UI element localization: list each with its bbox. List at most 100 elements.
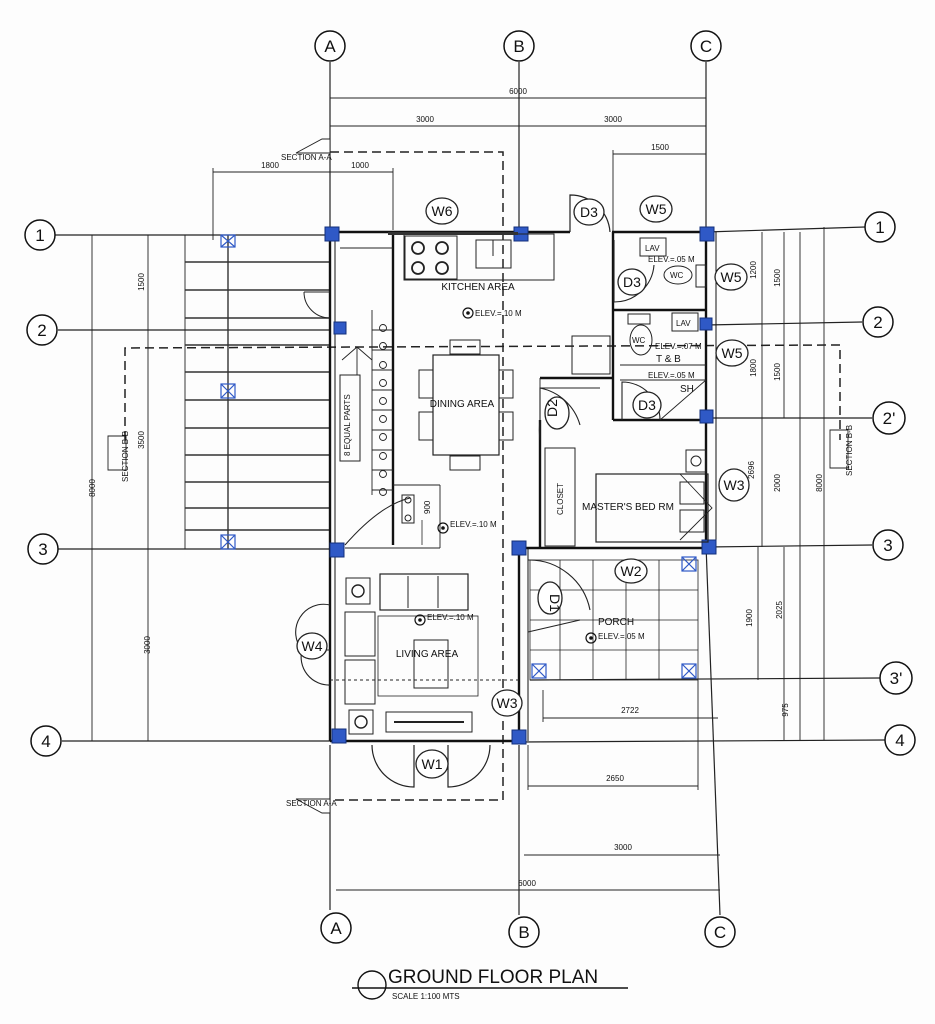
- dim-left-3500: 3500: [137, 431, 146, 449]
- tb-elev: ELEV.=.07 M: [655, 342, 702, 351]
- room-labels: KITCHEN AREA ELEV.=.10 M DINING AREA ELE…: [396, 282, 674, 660]
- dim-900: 900: [423, 500, 432, 514]
- grid-label-2prime-right: 2': [883, 409, 896, 428]
- tag-w4: W4: [302, 638, 323, 654]
- tag-w3-living: W3: [497, 695, 518, 711]
- grid-label-c-bottom: C: [714, 923, 726, 942]
- top-dimensions: 6000 3000 3000 1500 1800 1000: [212, 87, 706, 240]
- tb-label: T & B: [656, 354, 681, 365]
- dim-right-2000: 2000: [773, 474, 782, 492]
- tag-d2: D2: [544, 399, 560, 417]
- tag-w5-right-upper: W5: [721, 269, 742, 285]
- title-block: GROUND FLOOR PLAN SCALE 1:100 MTS: [352, 967, 628, 1001]
- dim-left-total: 8000: [88, 479, 97, 497]
- kitchen-fixtures: [388, 232, 555, 281]
- section-bb-right: SECTION B-B: [845, 425, 854, 476]
- grid-label-1-left: 1: [35, 226, 44, 245]
- walls: [328, 230, 717, 743]
- tag-w5-right-lower: W5: [722, 345, 743, 361]
- tag-d1: D1: [547, 594, 563, 612]
- dim-right-1200: 1200: [749, 261, 758, 279]
- dining-label: DINING AREA: [430, 399, 495, 410]
- bathroom-fixtures: LAV WC LAV WC SH T & B ELEV.=.07 M ELEV.…: [571, 237, 707, 421]
- grid-label-2-right: 2: [873, 313, 882, 332]
- tag-w5-top: W5: [646, 201, 667, 217]
- dim-bath-width: 1500: [651, 143, 669, 152]
- masters-bed-label: MASTER'S BED RM: [582, 502, 674, 513]
- grid-label-a-bottom: A: [330, 919, 342, 938]
- grid-bubble-3-right: 3: [872, 529, 904, 561]
- right-dimensions: 1200 1500 1800 2696 1500 2000 8000 1900 …: [745, 227, 825, 740]
- dim-bottom-3000: 3000: [614, 843, 632, 852]
- tag-d3-top: D3: [580, 204, 598, 220]
- grid-lines: [55, 62, 886, 916]
- interior-stair: 900 8 EQUAL PARTS: [303, 291, 432, 546]
- columns: [324, 226, 717, 745]
- dim-porch-2722: 2722: [621, 706, 639, 715]
- tag-d3-upper-wc: D3: [623, 274, 641, 290]
- dim-top-right: 3000: [604, 115, 622, 124]
- wc-upper: WC: [670, 271, 684, 280]
- lav-upper: LAV: [645, 244, 660, 253]
- dim-porch-2650: 2650: [606, 774, 624, 783]
- grid-bubble-c-bottom: C: [704, 916, 736, 948]
- grid-label-4-left: 4: [41, 732, 50, 751]
- tag-w2: W2: [621, 563, 642, 579]
- grid-label-3-left: 3: [38, 540, 47, 559]
- dim-left-3000: 3000: [143, 636, 152, 654]
- grid-bubble-3prime-right: 3': [879, 661, 913, 695]
- grid-bubble-a-top: A: [314, 30, 346, 62]
- plan-scale: SCALE 1:100 MTS: [392, 992, 460, 1001]
- bedroom-fixtures: CLOSET: [538, 419, 713, 547]
- bottom-dimensions: 2722 2650 3000 6000: [336, 680, 720, 891]
- grid-bubbles: A B C A B C 1 2: [24, 30, 916, 948]
- porch-elev: ELEV.=.05 M: [598, 632, 645, 641]
- grid-label-3-right: 3: [883, 536, 892, 555]
- grid-bubble-b-bottom: B: [508, 916, 540, 948]
- dim-stair-1800: 1800: [261, 161, 279, 170]
- kitchen-elev: ELEV.=.10 M: [475, 309, 522, 318]
- grid-label-b-bottom: B: [518, 923, 529, 942]
- living-label: LIVING AREA: [396, 649, 459, 660]
- dim-right-1500b: 1500: [773, 363, 782, 381]
- stairs-label: 8 EQUAL PARTS: [343, 394, 352, 456]
- shower-label: SH: [680, 384, 694, 395]
- plan-title: GROUND FLOOR PLAN: [388, 967, 598, 988]
- dim-top-total: 6000: [509, 87, 527, 96]
- closet-label: CLOSET: [556, 483, 565, 515]
- wc-upper-elev: ELEV.=.05 M: [648, 255, 695, 264]
- grid-bubble-2-left: 2: [26, 314, 58, 346]
- grid-bubble-4-right: 4: [884, 724, 916, 756]
- tag-w6: W6: [432, 203, 453, 219]
- section-bb-left: SECTION B-B: [121, 431, 130, 482]
- dim-stair-1000: 1000: [351, 161, 369, 170]
- dim-right-total: 8000: [815, 474, 824, 492]
- living-fixtures: [344, 573, 479, 735]
- grid-label-1-right: 1: [875, 218, 884, 237]
- grid-label-b-top: B: [513, 37, 524, 56]
- dim-right-1900: 1900: [745, 609, 754, 627]
- living-elev: ELEV.=.10 M: [427, 613, 474, 622]
- kitchen-label: KITCHEN AREA: [441, 282, 515, 293]
- grid-bubble-b-top: B: [503, 30, 535, 62]
- grid-bubble-3-left: 3: [27, 533, 59, 565]
- porch-label: PORCH: [598, 617, 634, 628]
- grid-bubble-1-right: 1: [864, 211, 896, 243]
- lav-lower: LAV: [676, 319, 691, 328]
- dim-right-1500: 1500: [773, 269, 782, 287]
- dim-right-2696: 2696: [747, 461, 756, 479]
- dim-right-1800: 1800: [749, 359, 758, 377]
- window-door-tags: W6 D3 W5 W5 W5 D3 D3 D2 W3 W2 D1 W4 W3 W…: [296, 195, 750, 779]
- section-aa-bottom: SECTION A-A: [286, 799, 337, 808]
- tag-w1: W1: [422, 756, 443, 772]
- dim-right-2025: 2025: [775, 601, 784, 619]
- tag-w3-right: W3: [724, 477, 745, 493]
- left-dimensions: 8000 1500 3500 3000: [88, 235, 152, 741]
- grid-bubble-2-right: 2: [862, 306, 894, 338]
- grid-label-4-right: 4: [895, 731, 904, 750]
- grid-bubble-1-left: 1: [24, 219, 56, 251]
- grid-label-a-top: A: [324, 37, 336, 56]
- section-aa-top: SECTION A-A: [281, 153, 332, 162]
- wc-lower: WC: [632, 336, 646, 345]
